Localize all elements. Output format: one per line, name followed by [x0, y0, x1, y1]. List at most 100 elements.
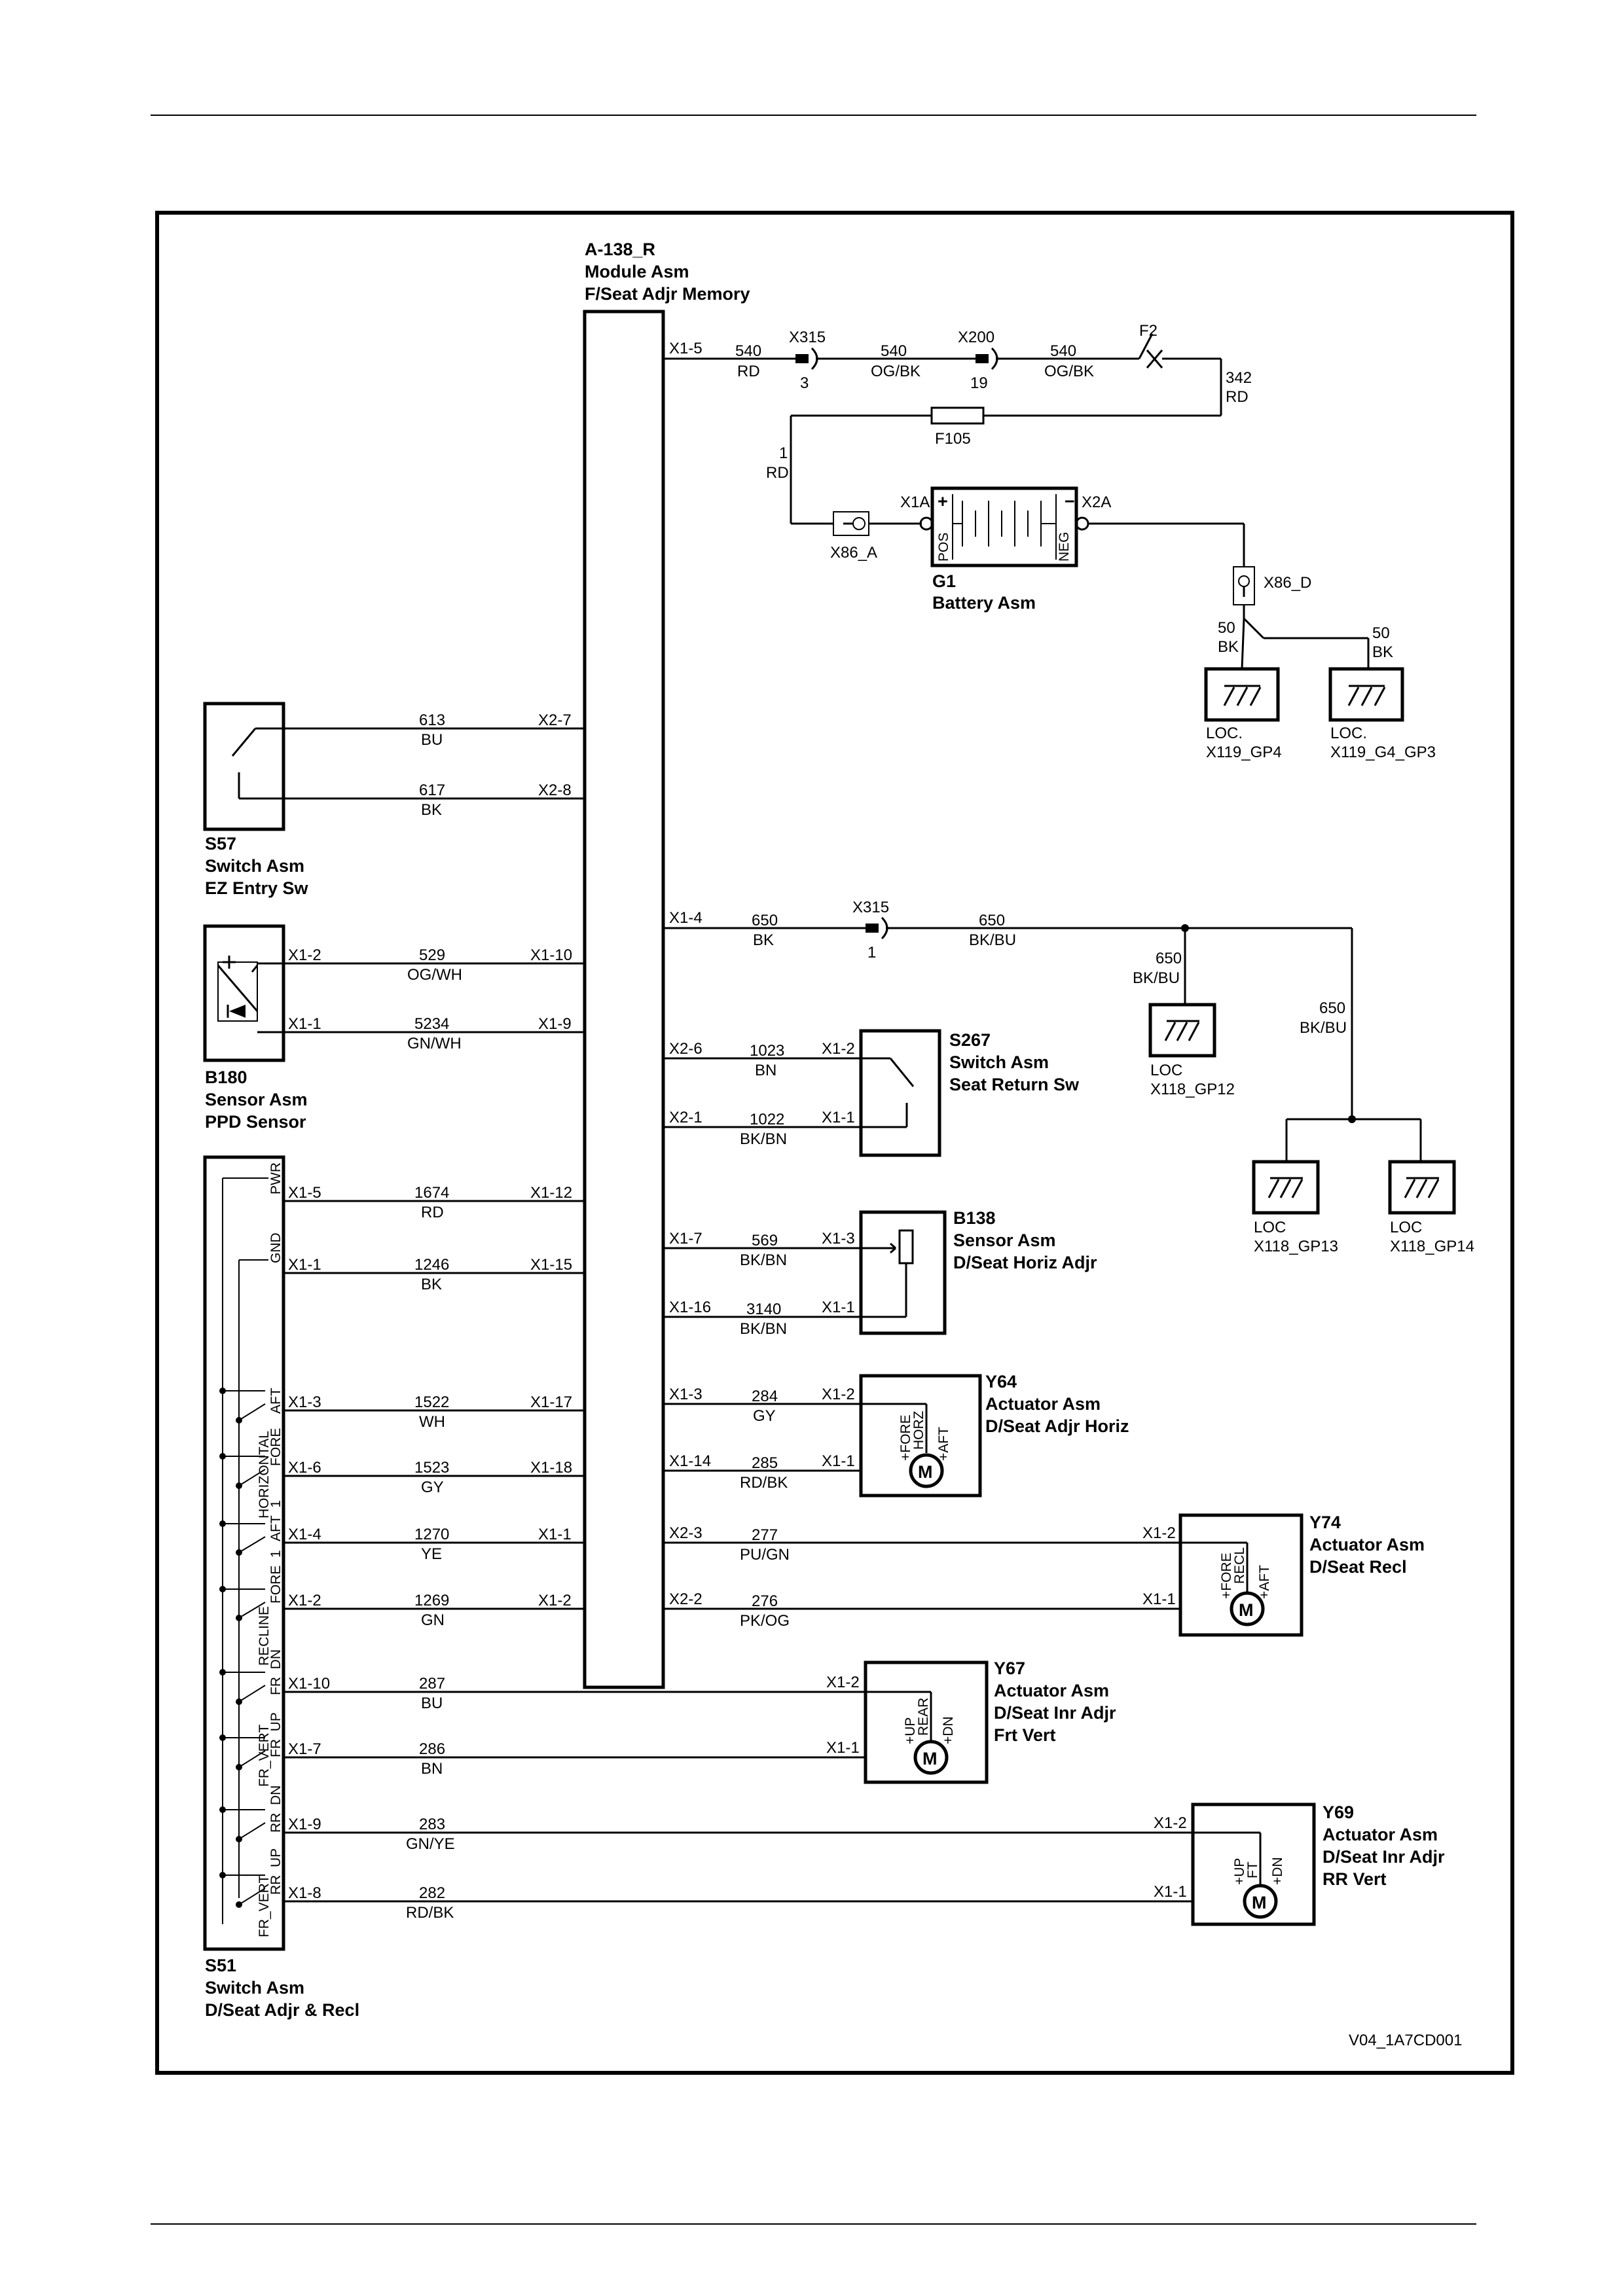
svg-text:X1-10: X1-10 — [288, 1675, 330, 1693]
svg-text:Actuator Asm: Actuator Asm — [1322, 1825, 1438, 1844]
svg-text:X1-2: X1-2 — [288, 946, 321, 964]
svg-text:1246: 1246 — [414, 1256, 449, 1274]
sensor-b180: B180 Sensor Asm PPD Sensor — [203, 924, 308, 1132]
s51-wires: X1-5 1674 RD X1-12 X1-1 1246 BK X1-15 X1… — [283, 1184, 1193, 1922]
f105-fuse — [930, 406, 985, 425]
svg-text:BN: BN — [421, 1760, 443, 1778]
svg-text:X2-6: X2-6 — [669, 1040, 702, 1058]
svg-text:50: 50 — [1372, 624, 1390, 642]
svg-text:540: 540 — [881, 342, 907, 360]
svg-text:276: 276 — [752, 1592, 778, 1610]
svg-text:1022: 1022 — [750, 1111, 784, 1128]
svg-text:S57: S57 — [205, 834, 236, 853]
svg-text:RECL: RECL — [1232, 1547, 1247, 1584]
svg-text:B180: B180 — [205, 1067, 247, 1087]
svg-text:+FORE: +FORE — [1219, 1552, 1234, 1599]
svg-text:X2A: X2A — [1082, 493, 1111, 511]
svg-text:RR_UP: RR_UP — [268, 1848, 283, 1895]
svg-text:Sensor Asm: Sensor Asm — [205, 1090, 308, 1109]
svg-text:X1-1: X1-1 — [288, 1256, 321, 1274]
svg-text:X1-1: X1-1 — [826, 1739, 860, 1757]
svg-text:OG/BK: OG/BK — [871, 363, 921, 380]
module-line3: F/Seat Adjr Memory — [585, 284, 750, 304]
svg-text:X118_GP13: X118_GP13 — [1254, 1238, 1338, 1255]
battery-id: G1 — [932, 571, 956, 591]
svg-text:BK: BK — [421, 1276, 442, 1293]
svg-text:X1-9: X1-9 — [288, 1816, 321, 1833]
svg-text:BK/BN: BK/BN — [740, 1320, 787, 1338]
module-line2: Module Asm — [585, 262, 689, 281]
svg-text:X1A: X1A — [900, 493, 930, 511]
svg-text:GN/WH: GN/WH — [407, 1035, 462, 1052]
svg-text:FT: FT — [1245, 1861, 1260, 1878]
svg-text:BK/BU: BK/BU — [969, 931, 1016, 949]
svg-text:X1-2: X1-2 — [826, 1674, 860, 1691]
svg-text:LOC.: LOC. — [1206, 725, 1243, 742]
svg-text:650: 650 — [1319, 999, 1345, 1017]
svg-text:Seat Return Sw: Seat Return Sw — [949, 1075, 1080, 1094]
svg-text:BK: BK — [1218, 638, 1239, 656]
svg-text:Actuator Asm: Actuator Asm — [985, 1394, 1101, 1414]
svg-text:650: 650 — [1156, 950, 1182, 967]
svg-text:1674: 1674 — [414, 1184, 449, 1202]
svg-text:BK: BK — [421, 801, 442, 819]
svg-text:X1-2: X1-2 — [538, 1592, 572, 1609]
module-a138r: A-138_R Module Asm F/Seat Adjr Memory — [583, 240, 750, 1689]
svg-text:D/Seat Recl: D/Seat Recl — [1309, 1557, 1407, 1577]
svg-text:X2-8: X2-8 — [538, 781, 572, 799]
svg-text:+DN: +DN — [1270, 1857, 1285, 1885]
svg-text:50: 50 — [1218, 619, 1235, 637]
svg-text:X86_A: X86_A — [830, 544, 877, 562]
svg-text:FR_DN: FR_DN — [268, 1649, 283, 1695]
svg-text:GY: GY — [421, 1479, 444, 1496]
svg-text:M: M — [922, 1749, 938, 1768]
svg-text:342: 342 — [1226, 369, 1252, 387]
switch-s51: PWR GND AFT FORE HORIZONTAL AFT_1 FORE_1… — [203, 1155, 359, 2020]
svg-text:+UP: +UP — [1232, 1858, 1247, 1885]
svg-text:X1-2: X1-2 — [822, 1040, 855, 1058]
svg-text:GY: GY — [753, 1407, 776, 1425]
actuator-y74: X2-3 277 PU/GN X1-2 X2-2 276 PK/OG X1-1 … — [663, 1513, 1425, 1637]
svg-text:S267: S267 — [949, 1030, 991, 1050]
svg-text:X1-17: X1-17 — [530, 1393, 572, 1411]
svg-text:3: 3 — [800, 374, 809, 392]
svg-text:X1-8: X1-8 — [288, 1884, 321, 1902]
svg-text:1023: 1023 — [750, 1042, 784, 1060]
svg-text:+UP: +UP — [903, 1717, 918, 1744]
actuator-y69: X1-2 X1-1 M +UP FT +DN Y69 Actuator Asm … — [1154, 1803, 1445, 1926]
x200-connector — [976, 354, 989, 363]
svg-text:PK/OG: PK/OG — [740, 1612, 790, 1630]
ground-gp13: LOC X118_GP13 — [1252, 1160, 1338, 1255]
ground-gp12: LOC X118_GP12 — [1148, 1003, 1235, 1098]
svg-text:BU: BU — [421, 1695, 443, 1712]
svg-text:S51: S51 — [205, 1956, 236, 1975]
svg-text:M: M — [1252, 1893, 1267, 1912]
f2-blade — [1138, 333, 1154, 359]
svg-text:X1-2: X1-2 — [822, 1386, 855, 1403]
svg-text:RD: RD — [1226, 388, 1249, 406]
svg-text:GN/YE: GN/YE — [406, 1835, 455, 1853]
svg-text:RD: RD — [421, 1204, 444, 1221]
diagram-code: V04_1A7CD001 — [1349, 2032, 1462, 2049]
svg-text:X1-6: X1-6 — [288, 1459, 321, 1477]
battery-body — [930, 486, 1078, 567]
svg-text:D/Seat Horiz Adjr: D/Seat Horiz Adjr — [953, 1253, 1097, 1272]
svg-text:Actuator Asm: Actuator Asm — [1309, 1535, 1425, 1554]
diagram-frame — [155, 211, 1514, 2075]
svg-text:PPD Sensor: PPD Sensor — [205, 1112, 306, 1132]
svg-text:529: 529 — [419, 946, 445, 964]
svg-text:LOC: LOC — [1150, 1062, 1182, 1079]
svg-text:Switch Asm: Switch Asm — [949, 1052, 1049, 1072]
svg-text:540: 540 — [1050, 342, 1076, 360]
svg-text:X1-3: X1-3 — [288, 1393, 321, 1411]
svg-text:X1-12: X1-12 — [530, 1184, 572, 1202]
f2-label: F2 — [1139, 322, 1158, 340]
svg-text:Actuator Asm: Actuator Asm — [994, 1681, 1109, 1700]
svg-text:D/Seat Adjr Horiz: D/Seat Adjr Horiz — [985, 1416, 1129, 1436]
svg-text:M: M — [918, 1462, 933, 1482]
svg-text:X118_GP14: X118_GP14 — [1390, 1238, 1474, 1255]
svg-text:BK/BN: BK/BN — [740, 1130, 787, 1148]
svg-text:X315: X315 — [852, 899, 889, 916]
svg-text:RD/BK: RD/BK — [740, 1474, 788, 1492]
svg-text:OG/BK: OG/BK — [1044, 363, 1094, 380]
